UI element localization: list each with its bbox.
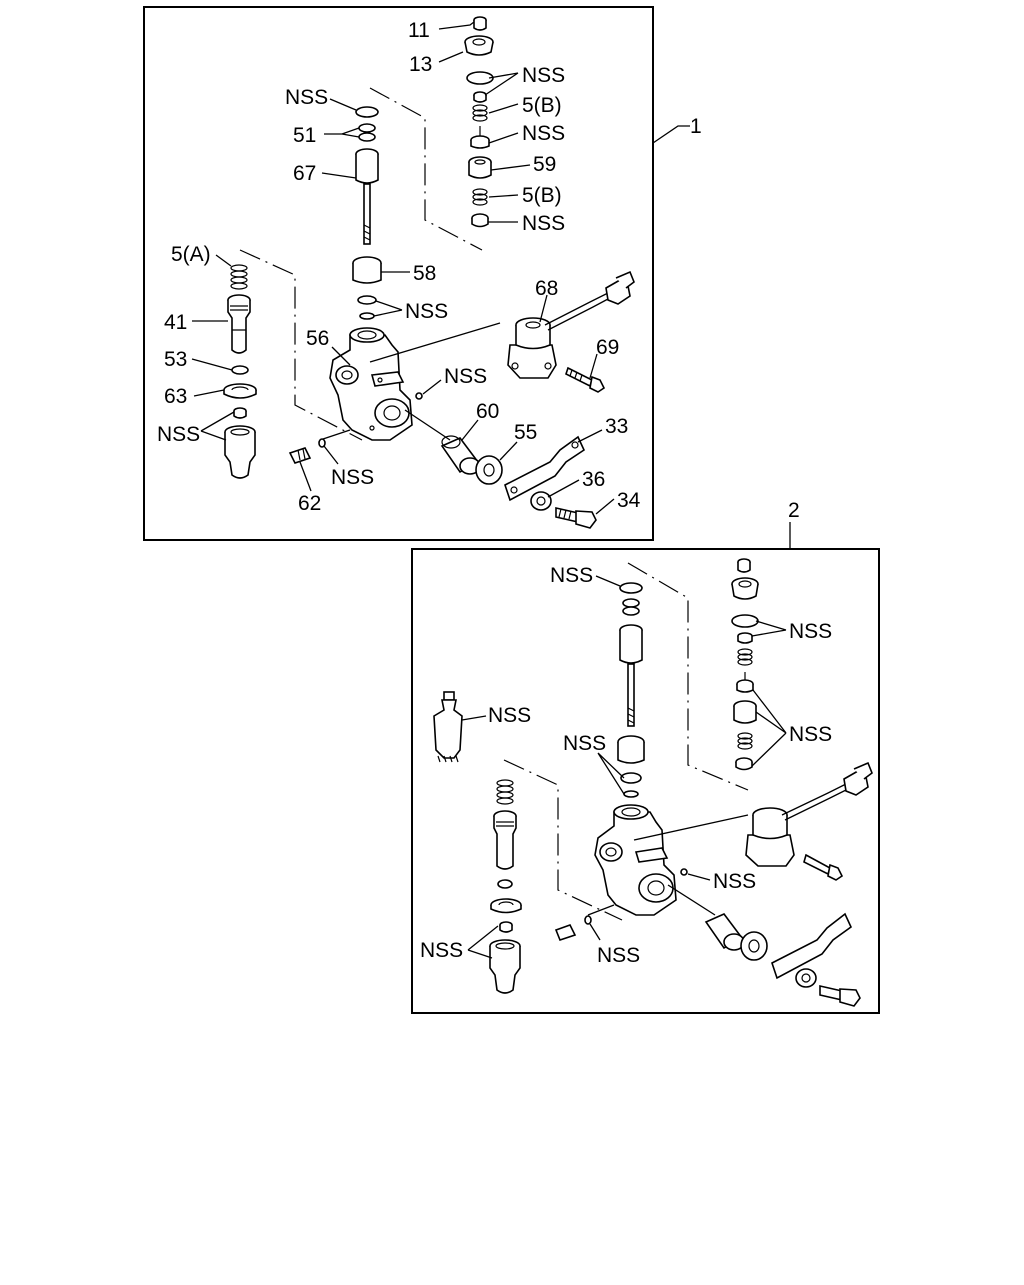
callout-nss-low: NSS [522, 212, 565, 235]
callout-v2-nss-d: NSS [563, 732, 606, 755]
spring-5a [230, 264, 248, 290]
axis-to-60 [404, 409, 451, 441]
axis-to-62 [319, 429, 351, 441]
callout-5b-lower: 5(B) [522, 184, 562, 207]
callout-nss-bottom-left: NSS [157, 423, 200, 446]
callout-nss-62: NSS [331, 466, 374, 489]
part-34 [555, 506, 597, 529]
part-59 [468, 156, 492, 179]
dash-line-left [239, 249, 363, 441]
part-36 [530, 491, 552, 511]
cap-nss-low [471, 213, 489, 228]
view-2-frame [411, 548, 880, 1014]
part-55 [475, 455, 503, 485]
callout-59: 59 [533, 153, 556, 176]
dash-line-top-2 [627, 562, 749, 791]
o-ring-nss-58b [359, 312, 375, 320]
assembly-2-label: 2 [788, 499, 800, 522]
part-11 [473, 16, 487, 31]
solenoid-68 [507, 270, 635, 379]
o-ring-nss-left [355, 106, 379, 118]
valve-nss-mid [470, 126, 490, 149]
callout-58: 58 [413, 262, 436, 285]
sealant-tube-nss [433, 691, 463, 763]
ring-51-upper [358, 123, 376, 133]
callout-v2-nss-e: NSS [713, 870, 756, 893]
callout-67: 67 [293, 162, 316, 185]
callout-68: 68 [535, 277, 558, 300]
o-ring-nss-body [415, 392, 423, 400]
seat-nss-left [233, 407, 247, 419]
callout-63: 63 [164, 385, 187, 408]
callout-nss-mid: NSS [522, 122, 565, 145]
callout-69: 69 [596, 336, 619, 359]
view-1: 11 13 NSS 5(B) NSS 59 5(B) NSS NSS 51 67… [157, 16, 641, 529]
callout-v2-nss-g: NSS [597, 944, 640, 967]
assembly-1-leader [652, 125, 690, 144]
view-2: NSS NSS NSS NSS NSS NSS NSS NSS [420, 558, 873, 1007]
callout-v2-nss-c: NSS [789, 723, 832, 746]
seat-nss [473, 91, 487, 103]
callout-62: 62 [298, 492, 321, 515]
callout-13: 13 [409, 53, 432, 76]
callout-nss-58: NSS [405, 300, 448, 323]
dash-line-left-2 [503, 759, 623, 921]
callout-nss-body: NSS [444, 365, 487, 388]
callout-nss-top: NSS [522, 64, 565, 87]
part-67 [355, 148, 379, 245]
callout-41: 41 [164, 311, 187, 334]
callout-nss-left: NSS [285, 86, 328, 109]
callout-v2-nss-tube: NSS [488, 704, 531, 727]
spring-5b-lower [472, 188, 488, 206]
callout-53: 53 [164, 348, 187, 371]
assembly-1-label: 1 [690, 115, 702, 138]
cap-nss-bottom-left [224, 425, 256, 479]
callout-33: 33 [605, 415, 628, 438]
spring-5b-upper [472, 104, 488, 122]
part-13-v2 [731, 577, 759, 600]
part-53 [231, 365, 249, 375]
wire-to-solenoid [369, 322, 501, 363]
callout-v2-nss-f: NSS [420, 939, 463, 962]
callout-56: 56 [306, 327, 329, 350]
part-33 [504, 435, 586, 502]
ring-51-lower [358, 132, 376, 142]
bolt-69 [565, 366, 606, 393]
callout-v2-nss-a: NSS [550, 564, 593, 587]
valve-body-56 [329, 327, 413, 441]
callout-60: 60 [476, 400, 499, 423]
part-62 [288, 447, 312, 464]
dash-line-top [369, 87, 483, 251]
view-1-frame [143, 6, 654, 541]
part-41 [227, 294, 251, 354]
callout-51: 51 [293, 124, 316, 147]
callout-34: 34 [617, 489, 641, 512]
part-63 [223, 383, 257, 399]
part-13 [464, 35, 494, 56]
part-58 [352, 256, 382, 284]
o-ring-nss-top [466, 71, 494, 85]
o-ring-nss-58a [357, 295, 377, 305]
o-ring-nss-62 [318, 438, 326, 448]
callout-5b-upper: 5(B) [522, 94, 562, 117]
callout-5a: 5(A) [171, 243, 211, 266]
callout-11: 11 [408, 19, 430, 42]
callout-v2-nss-b: NSS [789, 620, 832, 643]
valve-body-v2 [594, 804, 677, 916]
callout-55: 55 [514, 421, 537, 444]
part-11-v2 [737, 558, 751, 573]
part-60 [440, 435, 481, 475]
callout-36: 36 [582, 468, 605, 491]
